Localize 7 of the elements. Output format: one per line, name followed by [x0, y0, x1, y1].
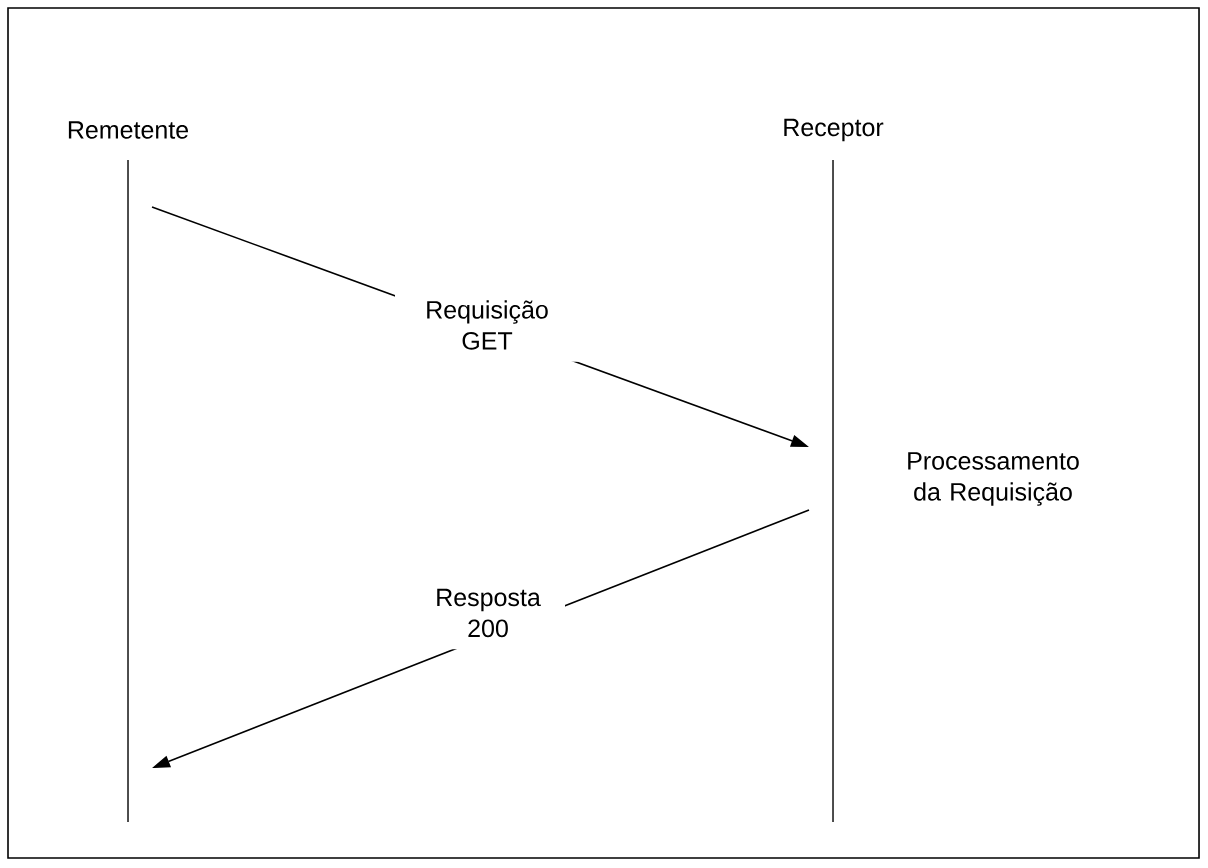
process-note: Processamento da Requisição	[908, 452, 1079, 506]
edge-label: Resposta 200	[411, 576, 565, 650]
edge-label: Requisição GET	[395, 288, 579, 362]
lifeline-heading: Remetente	[68, 121, 189, 139]
lifeline	[127, 160, 129, 822]
lifeline	[832, 160, 834, 822]
lifeline-heading: Receptor	[784, 118, 884, 142]
